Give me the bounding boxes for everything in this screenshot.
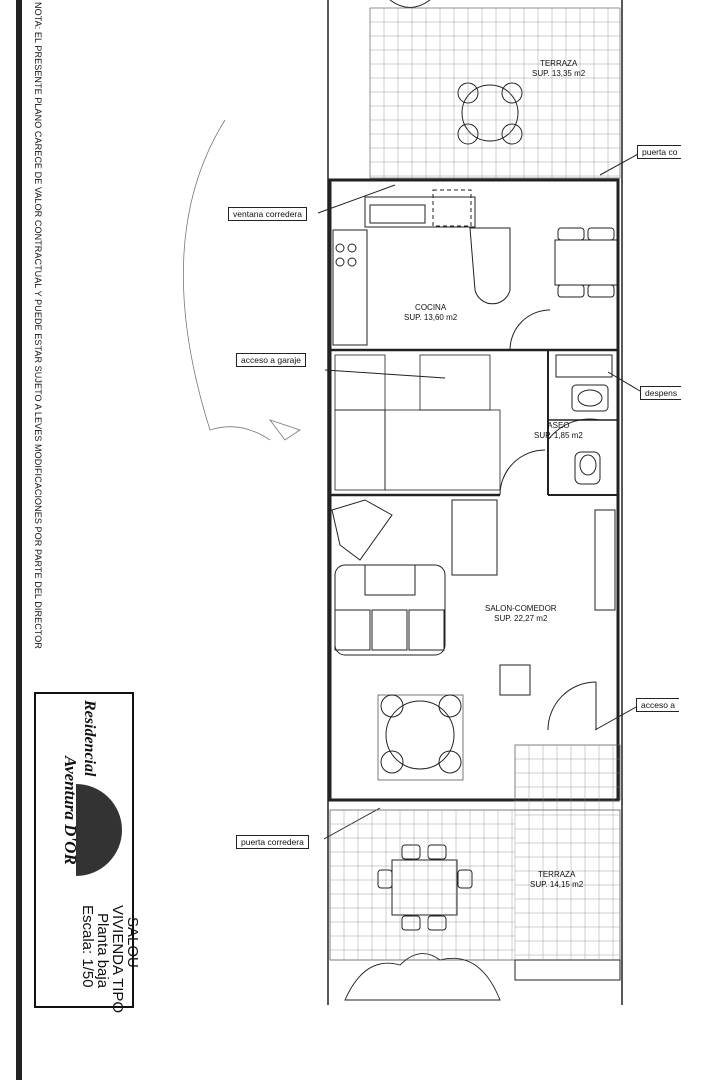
title-floor: Planta baja [94, 913, 111, 989]
callout-garage-access: acceso a garaje [236, 353, 307, 367]
terrace-top-name: TERRAZA [539, 59, 578, 68]
kitchen-area: SUP. 13,60 m2 [404, 313, 458, 322]
terrace-bottom-label: TERRAZA SUP. 14,15 m2 [530, 870, 583, 890]
living-dining-name: SALON-COMEDOR [485, 604, 557, 613]
kitchen-label: COCINA SUP. 13,60 m2 [404, 303, 457, 323]
logo-line-2: Aventura D'OR [61, 756, 80, 865]
living-dining-area: SUP. 22,27 m2 [494, 614, 548, 623]
kitchen-name: COCINA [415, 303, 447, 312]
terrace-top-tiles [369, 7, 621, 179]
terrace-bottom-area: SUP. 14,15 m2 [530, 880, 584, 889]
terrace-bottom-name: TERRAZA [537, 870, 576, 879]
title-block: Residencial Aventura D'OR [34, 692, 134, 1008]
callout-pantry: despens [640, 386, 682, 400]
bathroom-area: SUP. 1,85 m2 [534, 431, 583, 440]
callout-sliding-window: ventana corredera [228, 207, 307, 221]
title-type: VIVIENDA TIPO [109, 905, 126, 1014]
title-lines: SALOU VIVIENDA TIPO Planta baja Escala: … [50, 905, 141, 1025]
callout-sliding-door: puerta corredera [236, 835, 309, 849]
callout-kitchen-door: puerta co [637, 145, 682, 159]
logo-graphic [59, 784, 122, 876]
logo-line-1: Residencial [81, 700, 98, 777]
terrace-top-label: TERRAZA SUP. 13,35 m2 [532, 59, 585, 79]
terrace-top-area: SUP. 13,35 m2 [532, 69, 586, 78]
bathroom-name: ASEO [547, 421, 570, 430]
title-scale: Escala: 1/50 [79, 905, 96, 988]
callout-access-right: acceso a [636, 698, 680, 712]
bathroom-label: ASEO SUP. 1,85 m2 [534, 421, 583, 441]
living-dining-label: SALON-COMEDOR SUP. 22,27 m2 [485, 604, 557, 624]
title-city: SALOU [124, 917, 141, 968]
disclaimer-note: NOTA: EL PRESENTE PLANO CARECE DE VALOR … [33, 2, 43, 650]
